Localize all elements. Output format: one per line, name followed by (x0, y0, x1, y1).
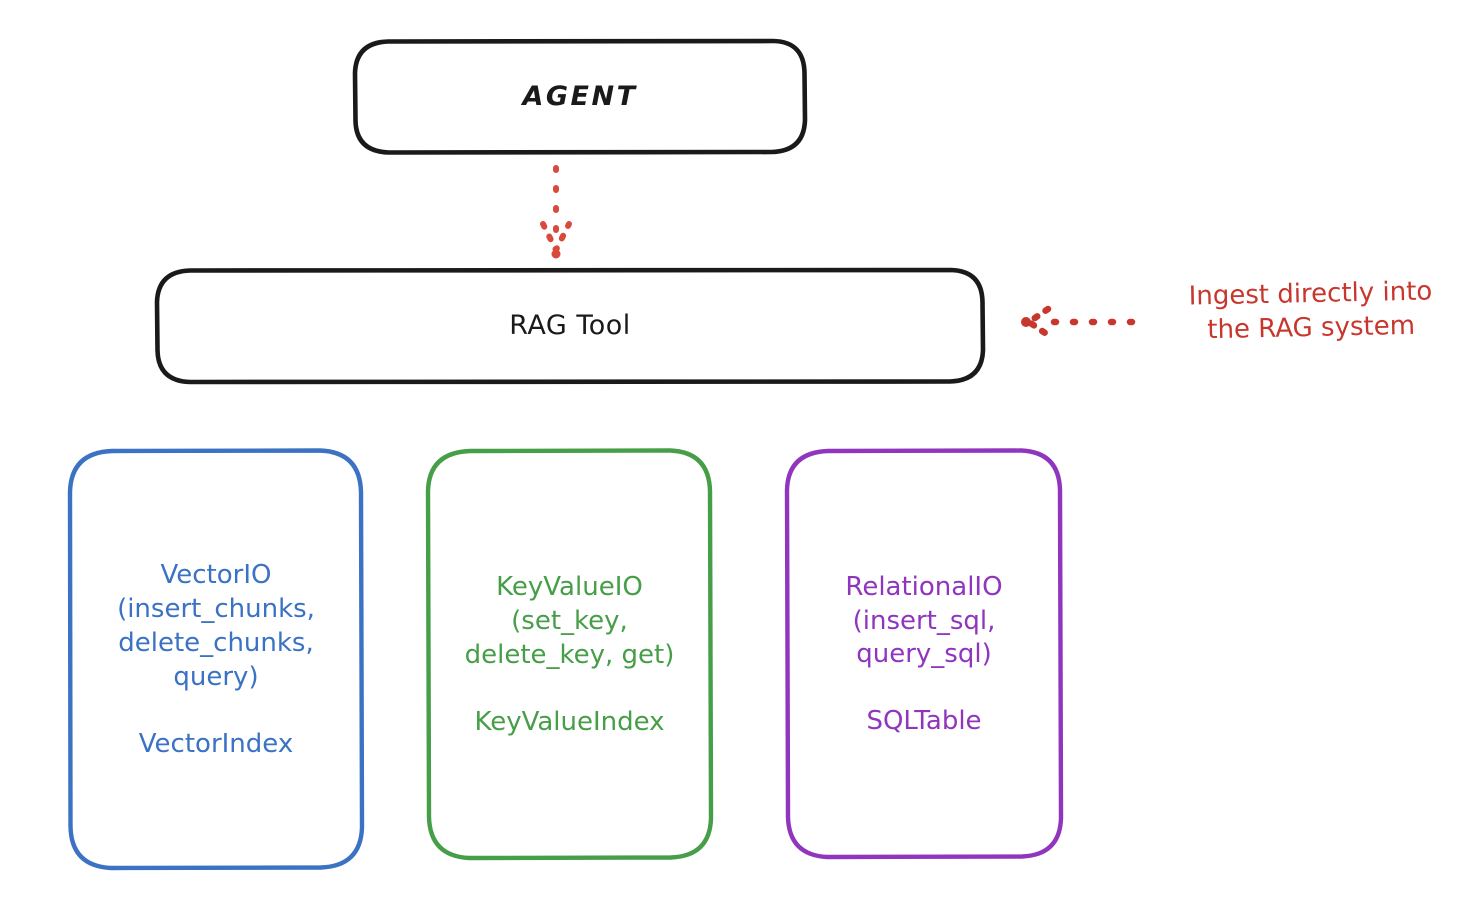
node-relational-io[interactable]: RelationalIO (insert_sql, query_sql) SQL… (787, 450, 1061, 857)
relational-io-box-outline (784, 448, 1064, 860)
agent-box-outline (352, 38, 808, 155)
agent-to-rag-tool-arrow (540, 165, 572, 259)
node-vector-io-sublabel: VectorIndex (138, 728, 294, 759)
vector-io-box-outline (67, 448, 365, 871)
node-vector-io-label: VectorIO (insert_chunks, delete_chunks, … (117, 560, 315, 692)
node-relational-io-sublabel: SQLTable (866, 706, 982, 737)
annotation-ingest: Ingest directly into the RAG system (1146, 276, 1476, 346)
node-rag-tool[interactable]: RAG Tool (157, 270, 983, 382)
node-relational-io-label: RelationalIO (insert_sql, query_sql) (845, 571, 1003, 670)
node-agent-label: AGENT (522, 80, 638, 112)
node-key-value-io-label: KeyValueIO (set_key, delete_key, get) (464, 572, 675, 670)
node-key-value-io-sublabel: KeyValueIndex (474, 706, 665, 737)
node-vector-io[interactable]: VectorIO (insert_chunks, delete_chunks, … (70, 450, 362, 868)
key-value-io-box-outline (425, 448, 714, 861)
node-rag-tool-label: RAG Tool (509, 309, 631, 341)
ingest-to-rag-tool-arrow (1021, 305, 1136, 339)
rag-tool-box-outline (154, 267, 986, 385)
annotation-ingest-text: Ingest directly into the RAG system (1188, 276, 1433, 345)
node-agent[interactable]: AGENT (355, 41, 805, 153)
node-key-value-io[interactable]: KeyValueIO (set_key, delete_key, get) Ke… (428, 450, 711, 858)
